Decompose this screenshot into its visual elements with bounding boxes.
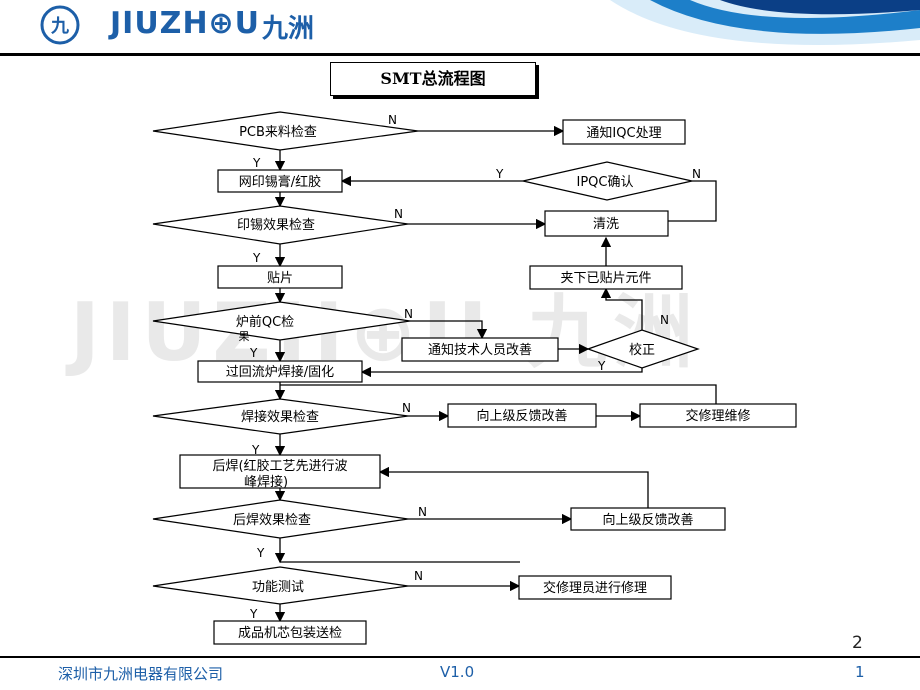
header-graphic: 九 bbox=[40, 0, 920, 45]
node-reflow bbox=[197, 360, 363, 383]
swoosh-blue-icon bbox=[650, 0, 920, 34]
swoosh-dark-icon bbox=[720, 0, 920, 15]
header-bar: 九 JIUZH⊕U 九洲 bbox=[0, 0, 920, 56]
label-post-weld-2: 峰焊接) bbox=[244, 474, 288, 490]
edge-qc-tech bbox=[410, 320, 488, 340]
branch-n-func: N bbox=[414, 569, 423, 583]
node-clean bbox=[544, 210, 669, 237]
branch-y-ipqc: Y bbox=[495, 167, 504, 181]
logo-cn: 九洲 bbox=[262, 14, 315, 44]
label-remove-parts: 夹下已贴片元件 bbox=[560, 271, 651, 286]
label-ipqc: IPQC确认 bbox=[577, 175, 634, 190]
node-notify-iqc bbox=[562, 119, 686, 145]
slide-number: 2 bbox=[852, 633, 863, 653]
node-correct bbox=[586, 329, 700, 369]
edge-clean-ipqc bbox=[668, 180, 717, 222]
label-print-paste: 网印锡膏/红胶 bbox=[239, 174, 321, 190]
node-finished bbox=[213, 620, 367, 645]
edge-reflow-right bbox=[280, 384, 717, 404]
branch-n-correct: N bbox=[660, 313, 669, 327]
node-pcb-check bbox=[152, 111, 419, 151]
label-print-check: 印锡效果检查 bbox=[237, 218, 315, 233]
node-post-weld-check bbox=[152, 499, 409, 539]
node-print-paste bbox=[217, 169, 343, 193]
node-labels: PCB来料检查 通知IQC处理 网印锡膏/红胶 IPQC确认 印锡效果检查 清洗… bbox=[212, 125, 750, 641]
label-notify-iqc: 通知IQC处理 bbox=[586, 125, 661, 141]
label-finished: 成品机芯包装送检 bbox=[238, 626, 342, 641]
label-post-weld: 后焊(红胶工艺先进行波 bbox=[212, 458, 347, 474]
label-repair-staff: 交修理员进行修理 bbox=[543, 580, 647, 596]
node-ipqc bbox=[522, 161, 693, 201]
node-notify-tech bbox=[401, 337, 559, 362]
branch-n-print: N bbox=[394, 207, 403, 221]
header-divider bbox=[0, 53, 920, 56]
branch-y-qc: Y bbox=[249, 346, 258, 360]
shapes bbox=[152, 111, 797, 645]
edge-correct-remove bbox=[600, 287, 643, 330]
branch-y-func: Y bbox=[249, 607, 258, 621]
branch-n-postcheck: N bbox=[418, 505, 427, 519]
node-weld-check bbox=[152, 398, 409, 435]
branch-y-weld: Y bbox=[251, 443, 260, 457]
footer-page: 1 bbox=[855, 663, 865, 681]
label-pcb-check: PCB来料检查 bbox=[239, 125, 317, 140]
footer-divider bbox=[0, 656, 920, 658]
logo-text: JIUZH⊕U bbox=[110, 6, 261, 41]
label-feedback-up: 向上级反馈改善 bbox=[476, 408, 567, 424]
label-clean: 清洗 bbox=[593, 217, 619, 232]
footer-version: V1.0 bbox=[440, 663, 475, 681]
branch-n-qc: N bbox=[404, 307, 413, 321]
label-weld-check: 焊接效果检查 bbox=[241, 409, 319, 425]
branch-y-pcb: Y bbox=[252, 156, 261, 170]
node-repair-staff bbox=[518, 575, 672, 600]
label-repair: 交修理维修 bbox=[685, 408, 750, 424]
logo-mark-glyph: 九 bbox=[50, 16, 69, 37]
node-place bbox=[217, 265, 343, 289]
label-pre-oven-qc: 炉前QC检 bbox=[236, 314, 294, 330]
label-pre-oven-qc-extra: 果 bbox=[239, 330, 250, 343]
branch-y-correct: Y bbox=[597, 359, 606, 373]
label-correct: 校正 bbox=[629, 342, 655, 358]
edge-feedback2-post bbox=[378, 466, 649, 508]
branch-labels: N Y Y N N Y N N Y Y N Y N Y N Y bbox=[249, 113, 701, 621]
node-func-test bbox=[152, 566, 409, 605]
logo-mark-icon bbox=[40, 5, 80, 45]
label-place: 贴片 bbox=[267, 271, 293, 286]
node-remove-parts bbox=[529, 265, 683, 290]
branch-y-postcheck: Y bbox=[256, 546, 265, 560]
label-notify-tech: 通知技术人员改善 bbox=[428, 342, 532, 358]
node-print-check bbox=[152, 205, 409, 245]
flowchart-title: SMT总流程图 bbox=[330, 62, 536, 96]
node-feedback-up bbox=[447, 403, 597, 428]
label-reflow: 过回流炉焊接/固化 bbox=[226, 364, 334, 380]
label-func-test: 功能测试 bbox=[252, 580, 304, 595]
node-pre-oven-qc bbox=[152, 301, 411, 341]
branch-n-pcb: N bbox=[388, 113, 397, 127]
branch-y-print: Y bbox=[252, 251, 261, 265]
label-post-weld-check: 后焊效果检查 bbox=[233, 512, 311, 528]
node-repair bbox=[639, 403, 797, 428]
branch-n-weld: N bbox=[402, 401, 411, 415]
node-post-weld bbox=[179, 454, 381, 489]
node-feedback-up2 bbox=[570, 507, 726, 531]
connectors bbox=[274, 125, 717, 623]
branch-n-ipqc: N bbox=[692, 167, 701, 181]
edge-correct-reflow bbox=[360, 366, 643, 378]
footer-company: 深圳市九洲电器有限公司 bbox=[58, 665, 224, 683]
label-feedback-up2: 向上级反馈改善 bbox=[602, 512, 693, 528]
